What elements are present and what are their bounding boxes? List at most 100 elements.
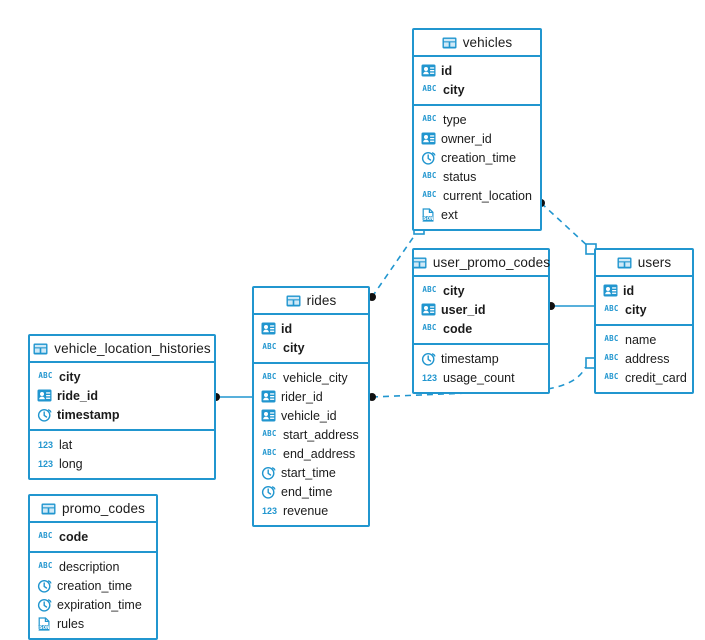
field-name: owner_id <box>441 131 492 146</box>
column-field-creation_time[interactable]: creation_time <box>414 148 540 167</box>
abc-icon: ABC <box>262 341 277 351</box>
field-name: long <box>59 456 83 471</box>
table-grid-icon <box>33 343 48 355</box>
many-end-dot <box>368 293 376 301</box>
table-name: rides <box>306 293 337 308</box>
field-name: lat <box>59 437 73 452</box>
svg-text:JSON: JSON <box>421 215 434 220</box>
column-field-address[interactable]: ABC address <box>596 349 692 368</box>
column-field-creation_time[interactable]: creation_time <box>30 576 156 595</box>
column-field-ext[interactable]: JSON ext <box>414 205 540 224</box>
table-header-rides[interactable]: rides <box>254 288 368 315</box>
primary-key-field-id[interactable]: id <box>414 61 540 80</box>
field-name: city <box>283 340 305 355</box>
clock-icon <box>421 151 436 165</box>
abc-icon: ABC <box>38 530 53 540</box>
column-field-start_time[interactable]: start_time <box>254 463 368 482</box>
abc-icon: ABC <box>604 303 619 313</box>
field-name: city <box>59 369 81 384</box>
relationship-vehicles-to-users[interactable] <box>537 199 597 255</box>
relationship-user-promo-codes-to-users[interactable] <box>547 302 594 310</box>
field-name: code <box>59 529 89 544</box>
table-name: users <box>637 255 672 270</box>
primary-key-field-timestamp[interactable]: timestamp <box>30 405 214 424</box>
abc-icon: ABC <box>422 170 437 180</box>
id-card-icon <box>421 303 436 316</box>
field-name: rider_id <box>281 389 323 404</box>
column-field-vehicle_id[interactable]: vehicle_id <box>254 406 368 425</box>
primary-key-field-id[interactable]: id <box>254 319 368 338</box>
table-grid-icon <box>617 257 632 269</box>
field-name: status <box>443 169 477 184</box>
table-header-user_promo_codes[interactable]: user_promo_codes <box>412 250 550 277</box>
field-name: id <box>441 63 453 78</box>
table-header-vehicle_location_histories[interactable]: vehicle_location_histories <box>30 336 214 363</box>
json-doc-icon: JSON <box>37 616 52 631</box>
table-header-vehicles[interactable]: vehicles <box>414 30 540 57</box>
field-name: vehicle_id <box>281 408 337 423</box>
column-field-status[interactable]: ABC status <box>414 167 540 186</box>
column-field-end_time[interactable]: end_time <box>254 482 368 501</box>
column-field-expiration_time[interactable]: expiration_time <box>30 595 156 614</box>
field-name: city <box>443 82 465 97</box>
table-name: promo_codes <box>62 501 145 516</box>
id-card-icon <box>261 390 276 403</box>
field-name: ext <box>441 207 458 222</box>
primary-key-field-id[interactable]: id <box>596 281 692 300</box>
primary-key-field-city[interactable]: ABC city <box>254 338 368 357</box>
relationship-vehicle-location-histories-to-rides[interactable] <box>212 393 252 401</box>
abc-icon: ABC <box>422 113 437 123</box>
id-card-icon <box>421 64 436 77</box>
table-header-users[interactable]: users <box>596 250 692 277</box>
abc-icon: ABC <box>38 370 53 380</box>
primary-key-field-city[interactable]: ABC city <box>30 367 214 386</box>
column-field-type[interactable]: ABC type <box>414 110 540 129</box>
field-name: start_address <box>283 427 359 442</box>
table-header-promo_codes[interactable]: promo_codes <box>30 496 156 523</box>
primary-key-field-ride_id[interactable]: ride_id <box>30 386 214 405</box>
primary-key-field-code[interactable]: ABC code <box>30 527 156 546</box>
column-field-rider_id[interactable]: rider_id <box>254 387 368 406</box>
field-name: name <box>625 332 657 347</box>
svg-text:JSON: JSON <box>37 624 50 629</box>
field-name: code <box>443 321 473 336</box>
abc-icon: ABC <box>604 352 619 362</box>
many-end-dot <box>368 393 376 401</box>
primary-key-field-user_id[interactable]: user_id <box>414 300 548 319</box>
abc-icon: ABC <box>422 284 437 294</box>
field-name: type <box>443 112 467 127</box>
column-field-timestamp[interactable]: timestamp <box>414 349 548 368</box>
column-field-owner_id[interactable]: owner_id <box>414 129 540 148</box>
abc-icon: ABC <box>38 560 53 570</box>
field-name: expiration_time <box>57 597 142 612</box>
field-name: address <box>625 351 670 366</box>
field-name: usage_count <box>443 370 515 385</box>
